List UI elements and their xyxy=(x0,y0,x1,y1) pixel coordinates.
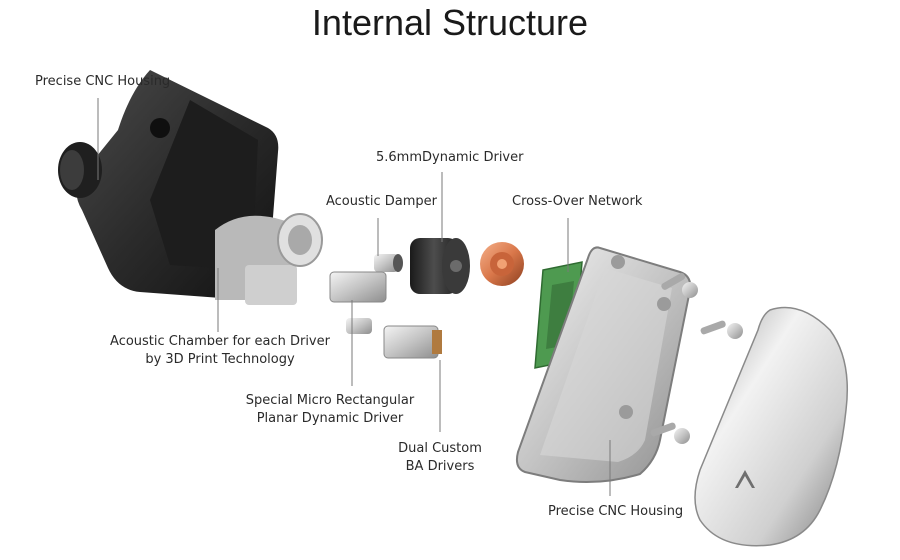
label-dynamic-driver: 5.6mmDynamic Driver xyxy=(376,150,524,165)
planar-driver xyxy=(329,271,387,303)
label-crossover: Cross-Over Network xyxy=(512,194,643,209)
label-planar-driver: Special Micro Rectangular Planar Dynamic… xyxy=(240,392,420,428)
label-planar-driver-line1: Special Micro Rectangular xyxy=(245,393,415,408)
label-planar-driver-line2: Planar Dynamic Driver xyxy=(256,411,404,426)
label-acoustic-chamber-line2: by 3D Print Technology xyxy=(145,352,295,367)
metal-faceplate xyxy=(515,246,692,483)
screws xyxy=(650,273,743,444)
copper-connector xyxy=(480,242,524,286)
label-ba-drivers-line2: BA Drivers xyxy=(405,459,475,474)
label-acoustic-chamber: Acoustic Chamber for each Driver by 3D P… xyxy=(110,333,330,369)
label-ba-drivers: Dual Custom BA Drivers xyxy=(390,440,490,476)
silver-cnc-shell xyxy=(694,306,849,547)
label-acoustic-damper: Acoustic Damper xyxy=(326,194,438,209)
label-acoustic-chamber-line1: Acoustic Chamber for each Driver xyxy=(110,334,330,349)
label-housing-bottom: Precise CNC Housing xyxy=(548,504,684,519)
leader-lines xyxy=(97,98,611,496)
acoustic-chamber xyxy=(215,213,323,305)
label-ba-drivers-line1: Dual Custom xyxy=(398,441,482,456)
a-logo-icon xyxy=(735,470,755,488)
acoustic-damper xyxy=(374,254,403,272)
ba-drivers xyxy=(346,318,442,359)
label-housing-top: Precise CNC Housing xyxy=(35,74,171,89)
dynamic-driver xyxy=(410,238,470,294)
page-title: Internal Structure xyxy=(311,2,589,43)
